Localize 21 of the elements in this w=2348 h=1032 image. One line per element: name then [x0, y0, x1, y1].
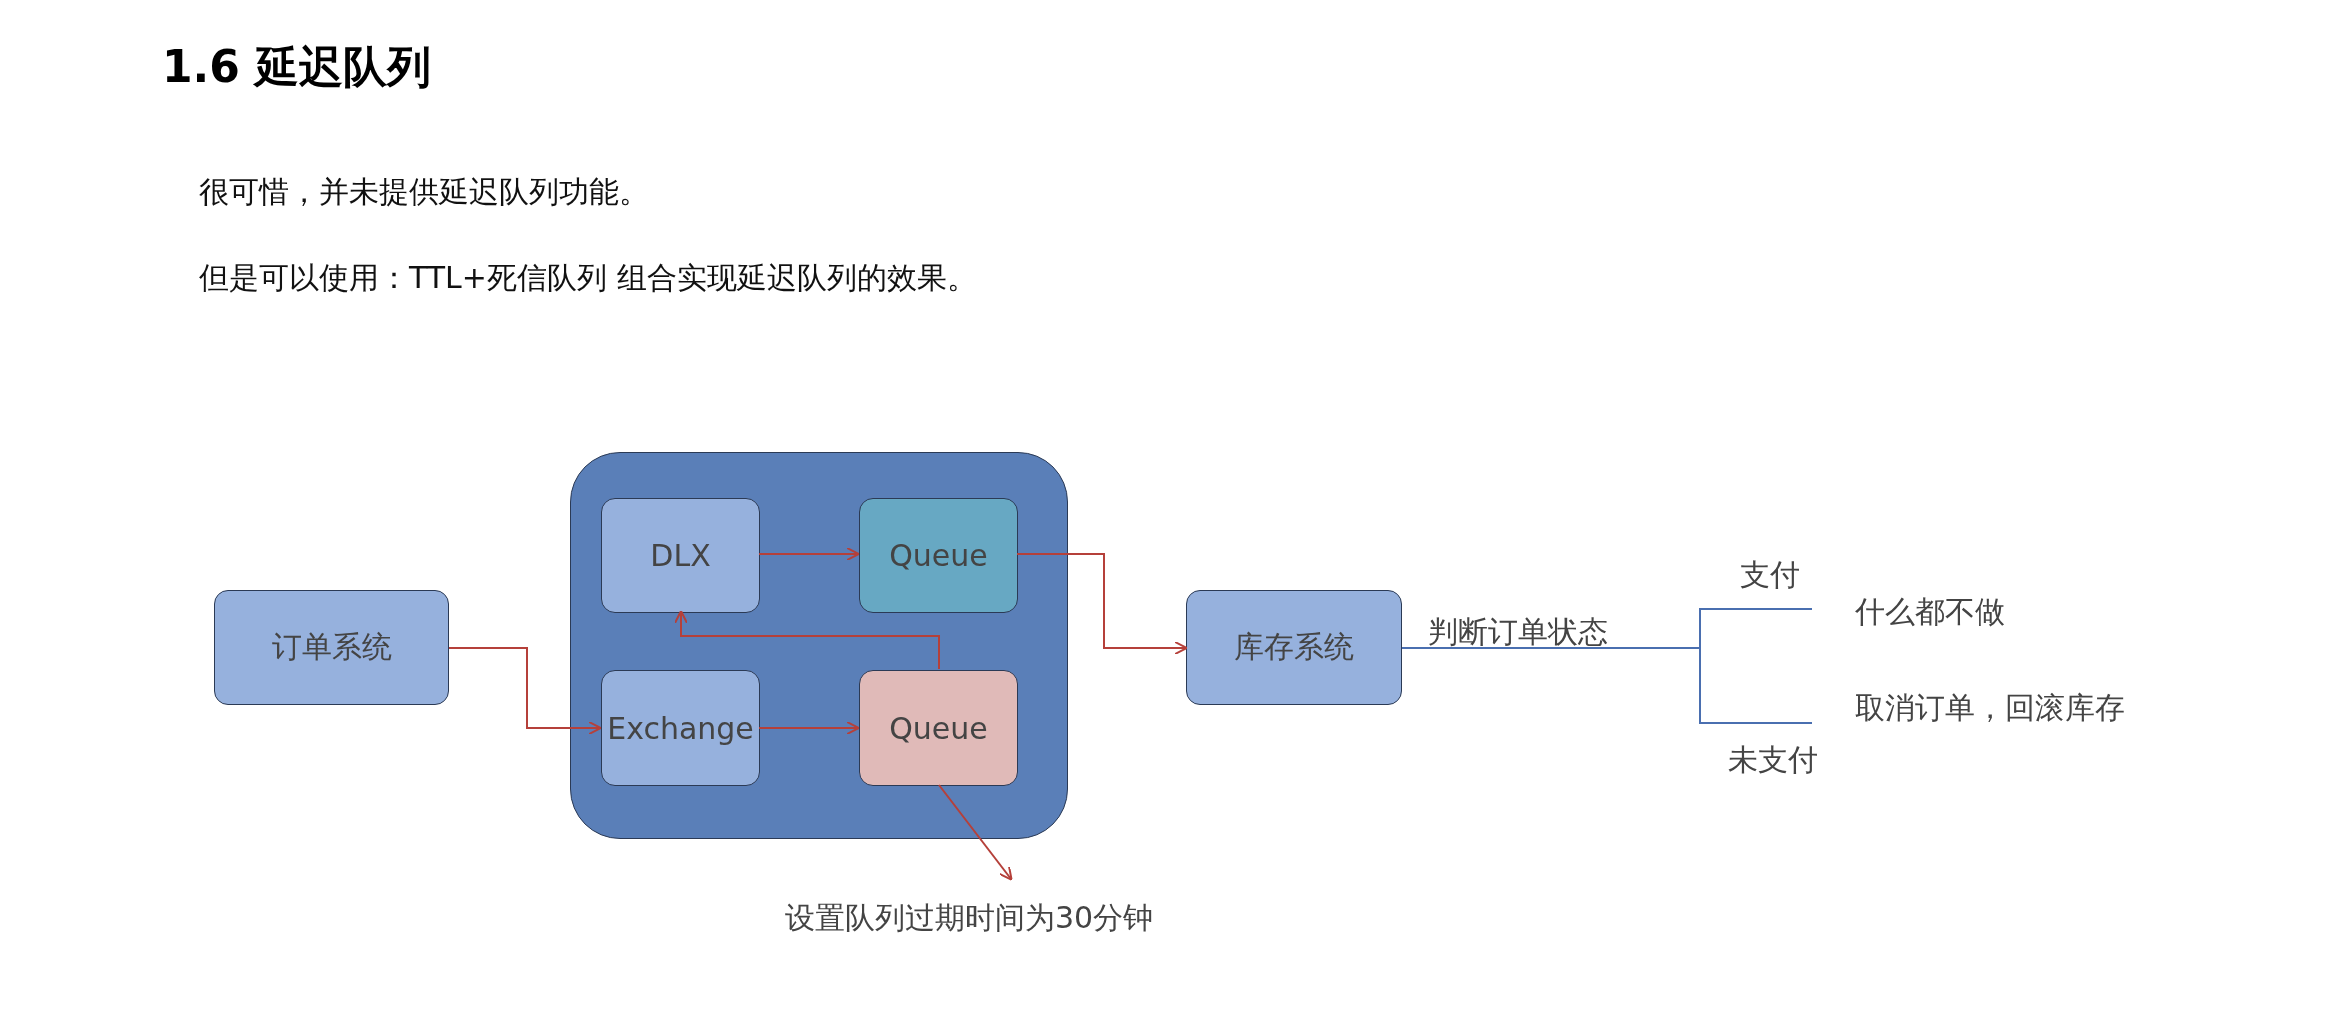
- paragraph: 很可惜，并未提供延迟队列功能。: [199, 173, 649, 211]
- edge-label: 未支付: [1728, 741, 1818, 779]
- status-text: 判断订单状态: [1428, 613, 1608, 651]
- arrow: [1016, 553, 1188, 655]
- process-box: 订单系统: [214, 590, 449, 705]
- arrow: [758, 721, 860, 735]
- process-box: Queue: [859, 498, 1018, 613]
- note-text: 设置队列过期时间为30分钟: [785, 895, 1225, 941]
- process-box: DLX: [601, 498, 760, 613]
- container-box: [570, 452, 1068, 839]
- paragraph: 但是可以使用：TTL+死信队列 组合实现延迟队列的效果。: [199, 259, 977, 297]
- heading: 1.6 延迟队列: [162, 40, 432, 94]
- outcome-text: 什么都不做: [1855, 590, 2045, 634]
- arrow: [448, 647, 602, 735]
- outcome-text: 取消订单，回滚库存: [1855, 686, 2185, 730]
- arrow: [938, 784, 1013, 881]
- process-box: Exchange: [601, 670, 760, 786]
- arrow: [758, 547, 860, 561]
- process-box: Queue: [859, 670, 1018, 786]
- process-box: 库存系统: [1186, 590, 1402, 705]
- edge-label: 支付: [1740, 556, 1800, 594]
